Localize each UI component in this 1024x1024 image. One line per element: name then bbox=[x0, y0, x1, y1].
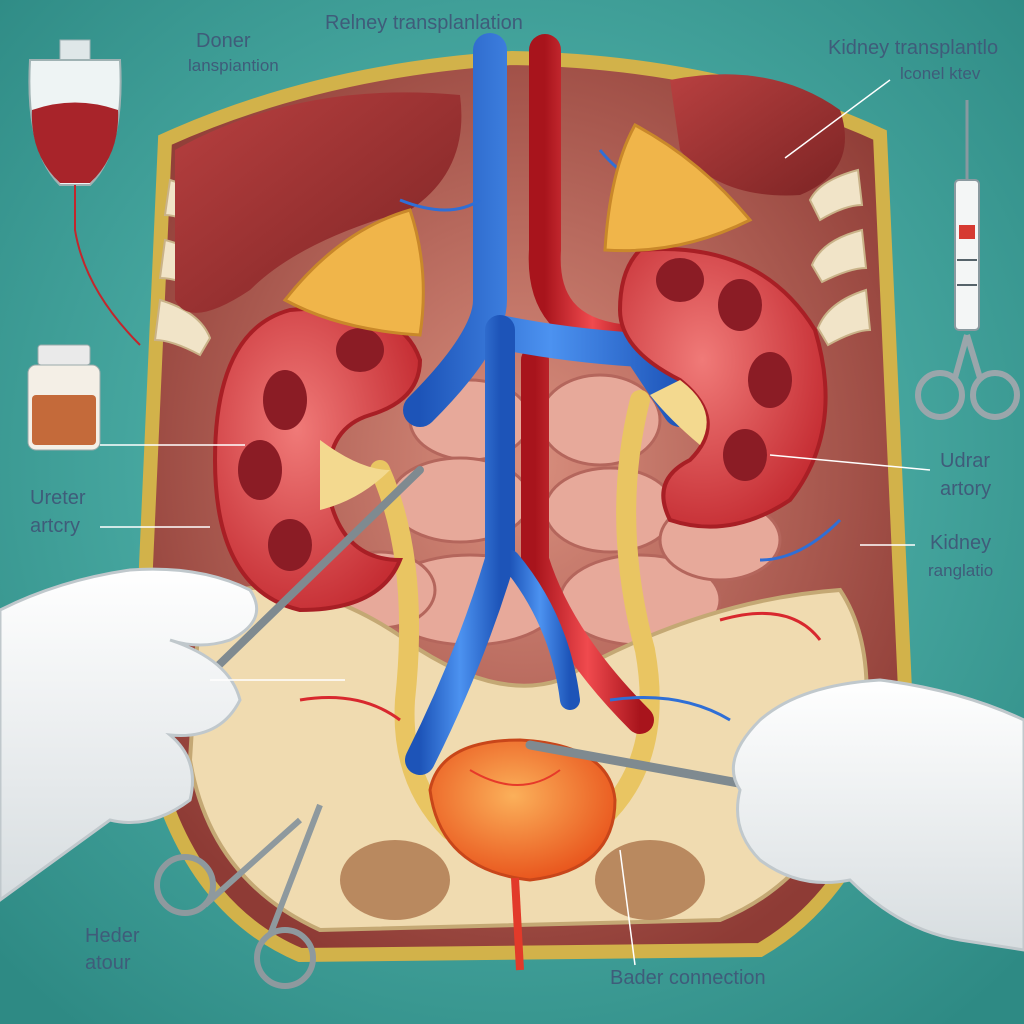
gloved-hand-left bbox=[0, 567, 259, 902]
medicine-bottle-icon bbox=[27, 344, 101, 451]
label-ureter-line1: Ureter bbox=[30, 487, 86, 509]
label-leader-lines bbox=[100, 79, 931, 966]
syringe-icon bbox=[954, 100, 980, 331]
label-bottom-left-line1: Heder bbox=[85, 925, 140, 947]
label-right-low-line1: Kidney bbox=[930, 532, 992, 554]
adrenal-right bbox=[603, 122, 753, 253]
label-right-mid-line2: artory bbox=[940, 478, 992, 500]
label-right-low-line2: ranglatio bbox=[928, 561, 994, 580]
ureter-right bbox=[590, 390, 660, 830]
kidney-right bbox=[617, 247, 828, 529]
adrenal-left bbox=[282, 208, 425, 337]
pelvis-hole-right bbox=[595, 840, 705, 920]
ribs-right bbox=[808, 168, 872, 347]
kidney-left bbox=[212, 306, 423, 613]
label-top-right-line1: Kidney transplantlo bbox=[828, 37, 999, 59]
label-donor-line1: Doner bbox=[196, 30, 251, 52]
vein-branch-right bbox=[500, 550, 580, 710]
label-right-mid-line1: Udrar bbox=[940, 450, 991, 472]
scissors-icon bbox=[915, 334, 1020, 420]
iv-bag-icon bbox=[28, 39, 141, 346]
bladder bbox=[428, 738, 617, 971]
gloved-hand-right bbox=[731, 678, 1024, 952]
label-donor-line2: lanspiantion bbox=[188, 56, 279, 75]
label-ureter-line2: artcry bbox=[30, 515, 80, 537]
label-top-title: Relney transplanlation bbox=[325, 12, 523, 34]
ureter-left bbox=[370, 460, 460, 840]
label-bottom-left-line2: atour bbox=[85, 952, 131, 974]
spleen bbox=[670, 74, 845, 196]
pelvis-hole-left bbox=[340, 840, 450, 920]
label-top-right-line2: lconel ktev bbox=[900, 64, 981, 83]
label-bottom-center: Bader connection bbox=[610, 967, 766, 989]
liver bbox=[175, 92, 462, 313]
vena-cava-lower bbox=[405, 315, 515, 775]
hemostat-icon bbox=[154, 803, 323, 989]
